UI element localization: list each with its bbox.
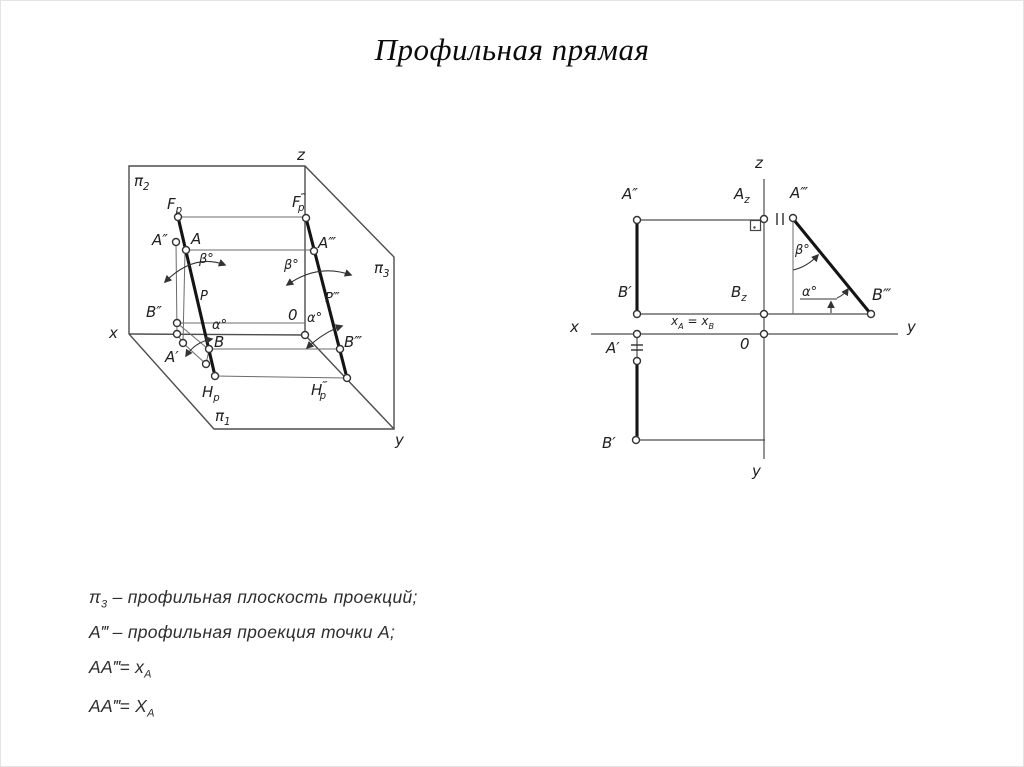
angle-alpha-left-label: α° (212, 318, 227, 333)
point-a1-label: A′ (164, 348, 179, 366)
line-p-label: P (200, 289, 208, 304)
note-line-4: АА‴= XA (89, 696, 155, 720)
angle-marks (792, 253, 849, 313)
equality-ticks (631, 213, 784, 351)
origin-label: 0 (740, 335, 750, 353)
angle-alpha-right-label: α° (307, 311, 322, 326)
point-b1-bottom-label: B′ (602, 434, 616, 452)
note-line-2: А‴ – профильная проекция точки А; (89, 622, 396, 642)
axis-y-bottom-label: y (751, 462, 762, 480)
point-bz-label: Bz (731, 283, 747, 304)
plane-pi3-label: π3 (374, 259, 390, 280)
point-fp3-label: F‴p (292, 193, 307, 214)
coord-equality-label: xA = xB (670, 314, 715, 331)
right-angle-mark (749, 219, 762, 232)
axis-x-label: x (569, 318, 579, 336)
note-line-3: АА‴= xA (89, 657, 152, 681)
note-line-1: π3 – профильная плоскость проекций; (89, 587, 418, 611)
angle-beta-left-label: β° (198, 252, 214, 267)
point-a3-label: A‴ (317, 234, 336, 252)
point-fp-label: Fp (167, 195, 182, 216)
point-hp-label: Hp (202, 383, 220, 404)
point-b-label: B (214, 333, 224, 351)
point-a1-label: A′ (605, 339, 620, 357)
angle-beta-label: β° (794, 243, 810, 258)
axis-y-label: y (394, 431, 405, 449)
origin-label: 0 (288, 306, 298, 324)
point-b2-label: B″ (146, 303, 162, 321)
line-p3-label: P‴ (325, 291, 340, 306)
angle-marks (163, 259, 353, 358)
plane-pi1-label: π1 (215, 407, 231, 428)
angle-alpha-label: α° (802, 285, 817, 300)
projection-segments-thick (635, 219, 872, 438)
axes (591, 179, 898, 459)
point-a-label: A (190, 230, 201, 248)
point-a3-label: A‴ (789, 184, 808, 202)
slide-title: Профильная прямая (374, 32, 650, 67)
angle-beta-right-label: β° (283, 258, 299, 273)
complex-drawing: zA″ Az A‴ β° B′ Bz α° B‴ x y xA = xB 0 A′ B′ y (569, 154, 917, 480)
epure-labels: zA″ Az A‴ β° B′ Bz α° B‴ x y xA = xB 0 A′ B′ y (569, 154, 917, 480)
point-az-label: Az (733, 185, 750, 206)
point-b3-label: B‴ (344, 333, 362, 351)
axis-z-label: z (296, 146, 306, 164)
plane-pi2-label: π2 (134, 172, 150, 193)
point-hp3-label: H‴p (311, 381, 328, 402)
axis-z-label: z (754, 154, 764, 172)
projection-points (631, 213, 876, 445)
point-a2-label: A″ (621, 185, 638, 203)
point-b3-label: B‴ (872, 285, 892, 304)
point-b1-label: B′ (618, 283, 632, 301)
point-a2-label: A″ (151, 231, 168, 249)
axis-x-label: x (108, 324, 118, 342)
projection-points (171, 212, 352, 383)
axis-y-right-label: y (906, 318, 917, 336)
